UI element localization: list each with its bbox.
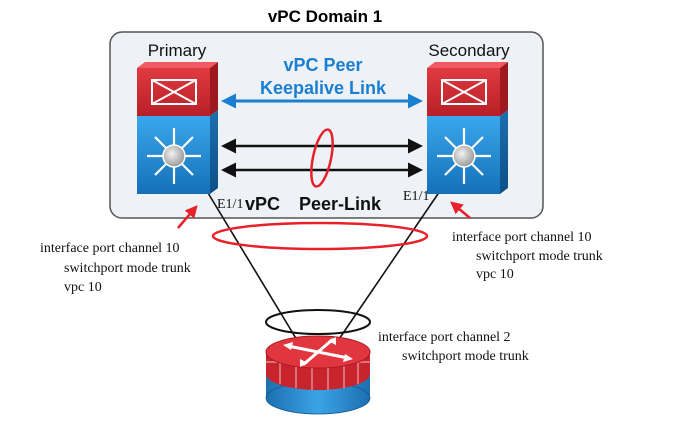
config-secondary-line: switchport mode trunk — [476, 249, 603, 264]
downstream-links — [204, 187, 443, 346]
config-primary-line: interface port channel 10 — [40, 241, 180, 256]
config-downstream-line: switchport mode trunk — [402, 349, 529, 364]
nexus-switch-icon — [427, 62, 508, 194]
downstream-device — [265, 335, 371, 415]
peer-link-text: Peer-Link — [299, 194, 382, 214]
keepalive-label-line1: vPC Peer — [283, 55, 362, 75]
nexus-switch-icon — [137, 62, 218, 194]
downstream-bundle-ellipse — [265, 309, 371, 335]
config-downstream-line: interface port channel 2 — [378, 330, 511, 345]
domain-title: vPC Domain 1 — [268, 7, 382, 26]
primary-label: Primary — [148, 41, 207, 60]
config-secondary-line: interface port channel 10 — [452, 230, 592, 245]
config-primary-line: switchport mode trunk — [64, 261, 191, 276]
secondary-switch — [427, 62, 508, 194]
uplink-primary — [204, 187, 301, 346]
peer-link-label: vPC Peer-Link — [245, 194, 382, 214]
peer-link-bundle-ellipse — [310, 128, 334, 188]
uplink-secondary — [334, 187, 443, 346]
config-downstream: interface port channel 2 switchport mode… — [378, 330, 529, 364]
primary-switch — [137, 62, 218, 194]
secondary-port-label: E1/1 — [403, 189, 429, 204]
config-secondary: interface port channel 10 switchport mod… — [452, 230, 603, 282]
config-secondary-line: vpc 10 — [476, 267, 514, 282]
peer-link-arrows — [221, 138, 423, 178]
config-primary-line: vpc 10 — [64, 280, 102, 295]
keepalive-label-line2: Keepalive Link — [260, 78, 387, 98]
peer-link-prefix: vPC — [245, 194, 280, 214]
router-icon — [265, 335, 371, 415]
config-primary: interface port channel 10 switchport mod… — [40, 241, 191, 295]
primary-port-label: E1/1 — [217, 197, 243, 212]
secondary-label: Secondary — [428, 41, 510, 60]
secondary-config-pointer — [450, 201, 471, 219]
vpc-bundle-ellipse — [211, 221, 429, 251]
primary-config-pointer — [177, 205, 198, 229]
